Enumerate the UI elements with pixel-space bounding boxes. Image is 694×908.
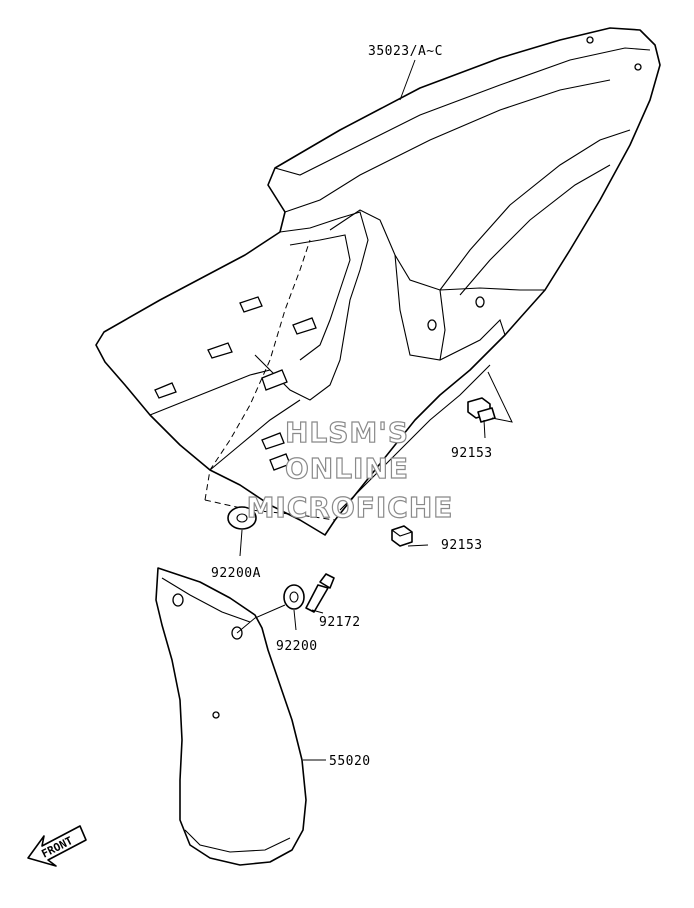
mount-guide bbox=[236, 604, 286, 634]
leader-fender bbox=[399, 59, 416, 101]
label-washer-a: 92200A bbox=[211, 566, 261, 581]
leader-washer-a bbox=[239, 529, 243, 557]
label-washer: 92200 bbox=[276, 639, 318, 654]
bolt-upper-guide bbox=[487, 371, 513, 423]
label-fender: 35023/A~C bbox=[368, 44, 443, 59]
mudguard[interactable] bbox=[155, 567, 307, 866]
watermark-line3: MICROFICHE bbox=[247, 491, 454, 524]
label-mudguard: 55020 bbox=[329, 754, 371, 769]
leader-bolt-small bbox=[311, 609, 324, 614]
watermark-line2: ONLINE bbox=[285, 452, 409, 485]
watermark-line1: HLSM'S bbox=[285, 416, 409, 449]
bolt-92153-upper[interactable] bbox=[467, 397, 496, 423]
washer-92200a[interactable] bbox=[227, 506, 257, 530]
leader-bolt-lower bbox=[407, 544, 429, 547]
washer-92200[interactable] bbox=[283, 584, 305, 610]
label-bolt-lower: 92153 bbox=[441, 538, 483, 553]
leader-bolt-upper bbox=[483, 419, 486, 439]
leader-washer bbox=[293, 609, 297, 631]
label-bolt-small: 92172 bbox=[319, 615, 361, 630]
label-bolt-upper: 92153 bbox=[451, 446, 493, 461]
bolt-92153-lower[interactable] bbox=[391, 525, 413, 547]
bolt-92172[interactable] bbox=[305, 573, 335, 613]
rear-fender[interactable] bbox=[95, 27, 661, 536]
front-arrow: FRONT bbox=[27, 825, 87, 867]
